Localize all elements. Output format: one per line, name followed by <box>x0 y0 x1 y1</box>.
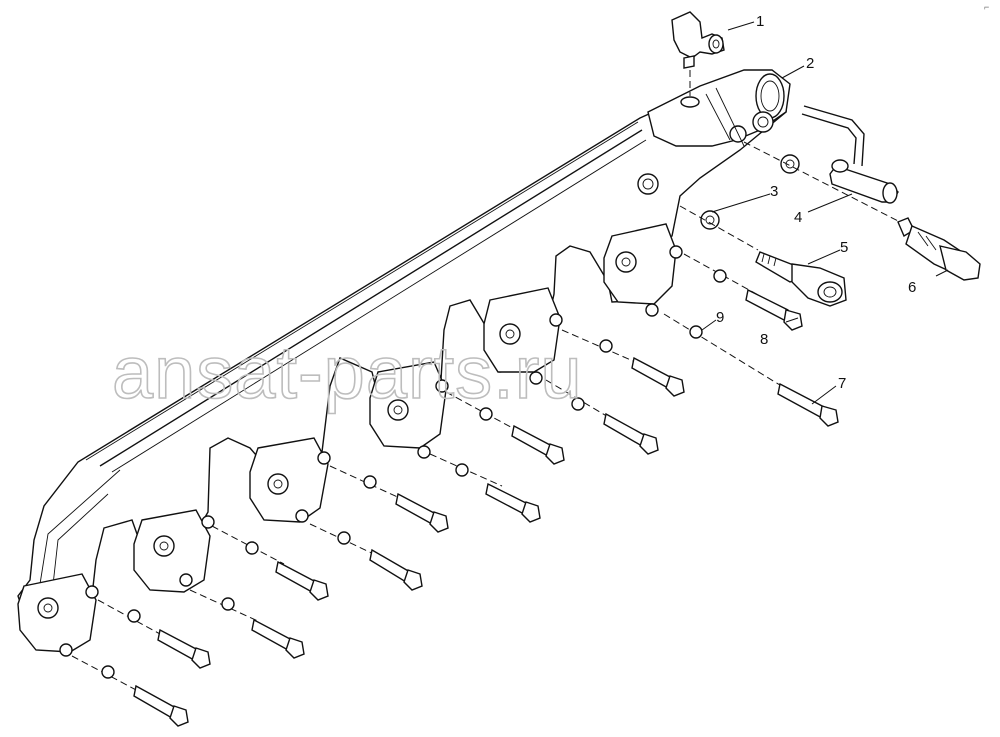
pipe-part-4 <box>801 105 899 204</box>
callout-9: 9 <box>716 309 724 326</box>
washer-part-9 <box>101 269 727 679</box>
mounting-foot <box>249 437 331 523</box>
bolt <box>133 356 685 727</box>
mounting-foot <box>603 223 683 317</box>
sealing-washer-part-3 <box>700 154 800 230</box>
sensor-part-6 <box>897 217 981 281</box>
callout-5: 5 <box>840 239 848 256</box>
bolt-part-8 <box>745 288 803 331</box>
callouts: 1 2 3 4 5 6 7 8 9 <box>701 13 949 405</box>
callout-7: 7 <box>838 375 846 392</box>
mounting-foot <box>483 287 563 385</box>
callout-3: 3 <box>770 183 778 200</box>
mounting-foot <box>17 573 99 657</box>
mounting-foot <box>133 509 215 593</box>
callout-6: 6 <box>908 279 916 296</box>
sensor-part-5 <box>755 251 847 307</box>
mounting-foot <box>369 361 449 459</box>
corner-mark: ⌐ <box>984 2 989 12</box>
watermark: ansat-parts.ru <box>112 331 583 414</box>
manifold-rail-part-2 <box>17 69 791 657</box>
callout-1: 1 <box>756 13 764 30</box>
bolt-part-7 <box>777 382 839 427</box>
callout-8: 8 <box>760 331 768 348</box>
callout-2: 2 <box>806 55 814 72</box>
elbow-fitting-part-1 <box>671 11 725 96</box>
callout-4: 4 <box>794 209 802 226</box>
